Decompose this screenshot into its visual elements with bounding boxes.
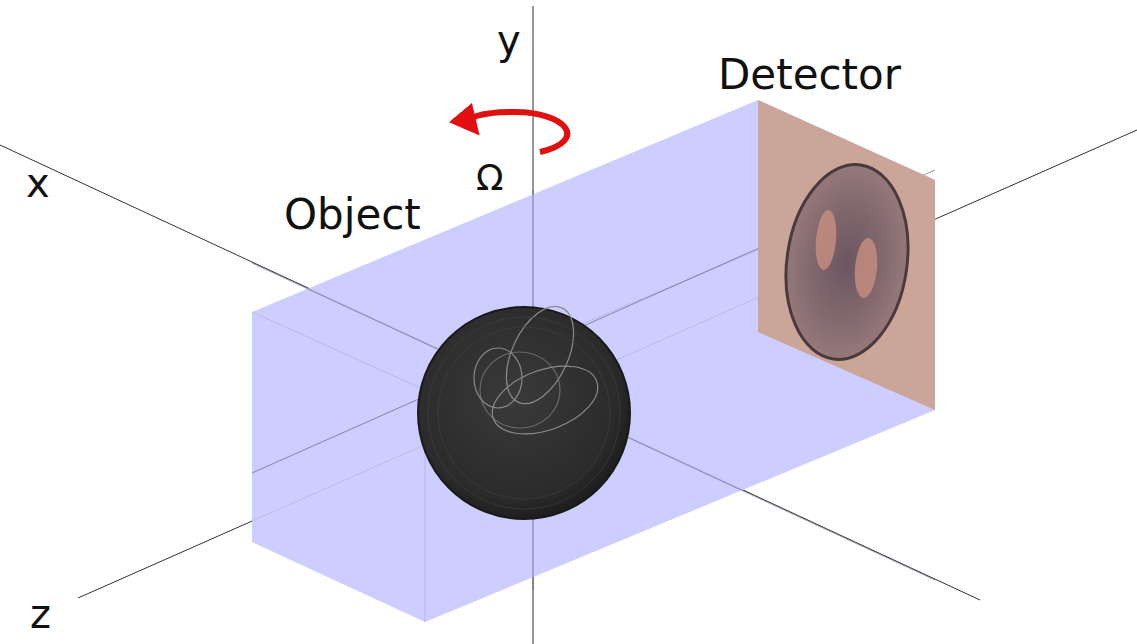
axes [0,6,1137,644]
sphere-shading [428,317,620,509]
projection-blob [813,209,838,271]
part-label: Detector [718,54,901,96]
projection-blob [852,237,879,299]
beam-edge [252,312,425,622]
axes-through-beam [252,170,935,590]
detector-plane [758,100,935,410]
object-sphere [418,307,630,519]
part-label: Object [284,194,421,236]
projection-image [774,157,920,368]
axis-label: x [26,163,50,203]
axis-label: z [30,594,51,634]
axis-label: y [497,20,521,60]
beam-volume [252,100,935,622]
rotation-arrow [469,112,567,152]
rotation-symbol: Ω [476,160,504,196]
